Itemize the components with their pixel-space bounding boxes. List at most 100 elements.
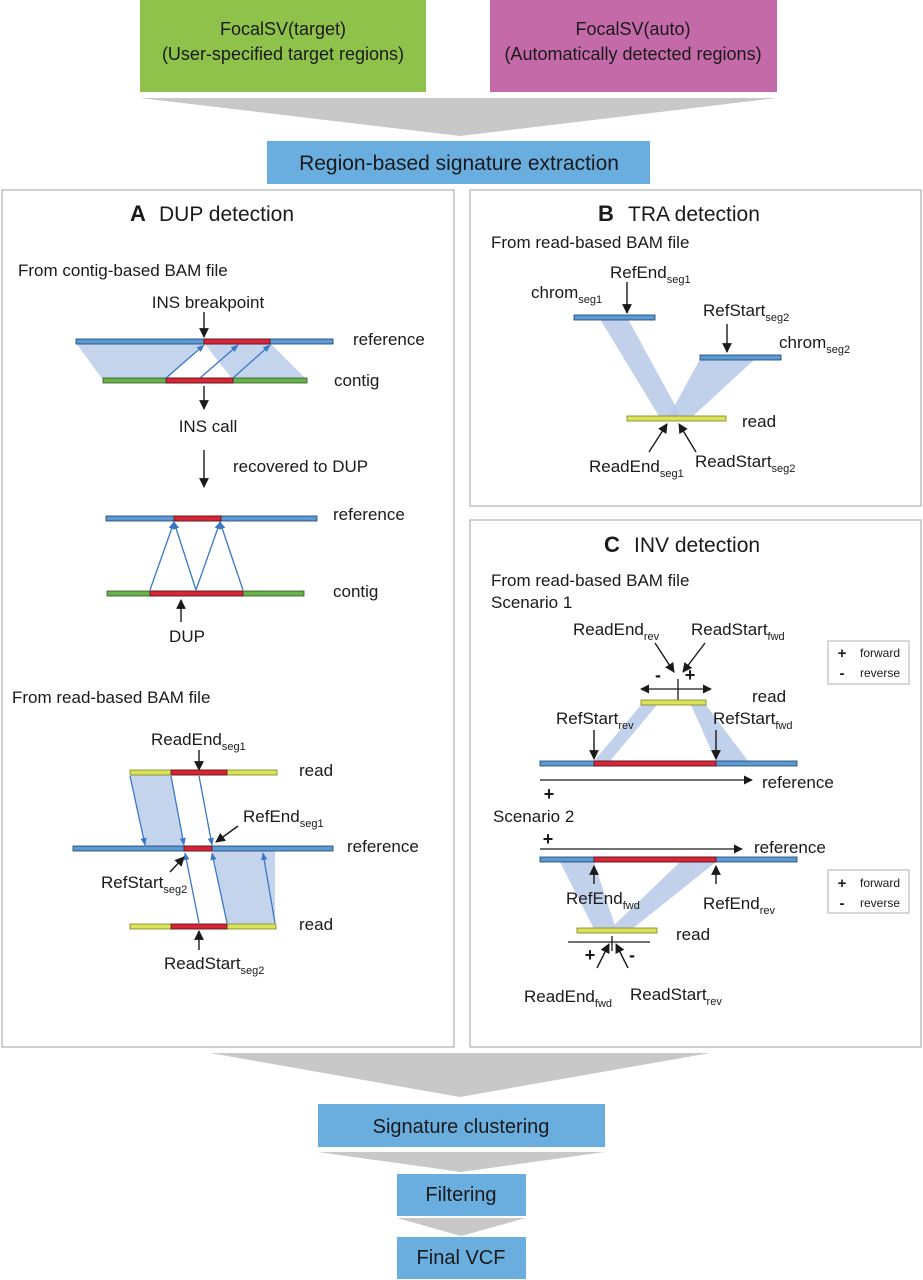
c2-read-bar: [576, 927, 658, 934]
a3-shade-seg1: [130, 774, 184, 847]
c2-shade-right: [610, 862, 716, 929]
b-readend-arrow: [648, 423, 668, 453]
recovered-label: recovered to DUP: [233, 457, 368, 476]
a1-reference-dup-segment: [203, 338, 271, 345]
c2-reference-plus: +: [543, 829, 554, 849]
c2-minus-sign: -: [629, 945, 635, 965]
a3-mapping-arrow: [129, 775, 147, 846]
a3-reference-label: reference: [347, 837, 419, 856]
c2-refend-rev-label: RefEndrev: [703, 894, 775, 917]
c2-legend-minus: -: [840, 895, 845, 912]
c1-shade-left: [594, 705, 657, 761]
a3-mapping-arrow: [183, 852, 200, 924]
a3-read1-segment: [170, 769, 228, 776]
c1-legend-reverse: reverse: [860, 666, 900, 680]
a2-reference-label: reference: [333, 505, 405, 524]
dup-label: DUP: [169, 627, 205, 646]
c2-reference-label: reference: [754, 838, 826, 857]
panel-a-frame: [1, 189, 455, 1048]
funnel-middle: [210, 1053, 710, 1097]
signature-extraction-box: [267, 141, 650, 184]
panel-b-letter: B: [598, 201, 614, 226]
b-readstart-label: ReadStartseg2: [695, 452, 795, 475]
a3-mapping-arrow: [170, 775, 186, 846]
a1-contig-ins-segment: [165, 377, 234, 384]
c1-read-bar: [640, 699, 707, 706]
a3-shade-seg2: [212, 847, 275, 925]
c2-read-label: read: [676, 925, 710, 944]
c2-readstart-arrow: [615, 943, 629, 969]
b-shade-seg1: [600, 319, 682, 418]
filtering-label: Filtering: [425, 1184, 496, 1206]
a1-reference-label: reference: [353, 330, 425, 349]
a3-readend-label: ReadEndseg1: [151, 730, 246, 753]
c1-readend-label: ReadEndrev: [573, 620, 660, 643]
c2-readstart-label: ReadStartrev: [630, 985, 722, 1008]
c2-readend-label: ReadEndfwd: [524, 987, 612, 1010]
signature-extraction-label: Region-based signature extraction: [299, 152, 619, 175]
a1-contig-label: contig: [334, 371, 379, 390]
signature-clustering-box: [318, 1104, 605, 1147]
b-readend-label: ReadEndseg1: [589, 457, 684, 480]
a1-mapping-arrow: [199, 344, 239, 379]
c1-inversion-segment: [593, 760, 717, 767]
ins-call-label: INS call: [179, 417, 238, 436]
panel-c-frame: [469, 519, 922, 1048]
c1-shade-right: [691, 705, 748, 761]
b-read-label: read: [742, 412, 776, 431]
a3-refend-label: RefEndseg1: [243, 807, 324, 830]
b-read-bar: [626, 415, 727, 422]
a3-refstart-label: RefStartseg2: [101, 873, 187, 896]
c1-readend-arrow: [654, 642, 675, 673]
panel-a-letter: A: [130, 201, 146, 226]
ins-breakpoint-label: INS breakpoint: [152, 293, 265, 312]
a1-mapping-arrow: [232, 344, 271, 379]
b-chrom-seg1-bar: [573, 314, 656, 321]
a2-mapping-arrow: [173, 521, 197, 591]
c2-refend-fwd-label: RefEndfwd: [566, 889, 640, 912]
final-vcf-box: [397, 1237, 526, 1279]
b-refend-label: RefEndseg1: [610, 263, 691, 286]
c2-inversion-segment: [593, 856, 717, 863]
c2-legend-reverse: reverse: [860, 896, 900, 910]
a2-contig-dup-segment: [149, 590, 244, 597]
c1-read-label: read: [752, 687, 786, 706]
c1-readstart-arrow: [682, 642, 706, 673]
c2-legend-forward: forward: [860, 876, 900, 890]
a2-contig-label: contig: [333, 582, 378, 601]
c1-refstart-rev-label: RefStartrev: [556, 709, 634, 732]
c1-reference-label: reference: [762, 773, 834, 792]
a2-mapping-arrow: [219, 521, 244, 591]
panel-a-title: DUP detection: [159, 203, 294, 226]
c1-legend-box: [827, 640, 910, 685]
c2-legend-plus: +: [838, 875, 847, 892]
funnel-filtering: [397, 1218, 526, 1236]
scenario1-label: Scenario 1: [491, 593, 572, 612]
b-refstart-label: RefStartseg2: [703, 301, 789, 324]
a3-reference-segment: [183, 845, 213, 852]
focalsv-auto-title: FocalSV(auto): [575, 19, 690, 39]
funnel-top: [140, 98, 777, 136]
c2-legend-box: [827, 869, 910, 914]
c2-shade-left: [560, 862, 616, 929]
a3-mapping-arrow: [210, 852, 228, 924]
a3-mapping-arrow: [261, 852, 276, 924]
a3-read1-label: read: [299, 761, 333, 780]
panel-c-title: INV detection: [634, 534, 760, 557]
b-readstart-arrow: [678, 423, 697, 453]
focalsv-target-title: FocalSV(target): [220, 19, 346, 39]
a3-read2-label: read: [299, 915, 333, 934]
c1-legend-minus: -: [840, 665, 845, 682]
c1-refstart-fwd-label: RefStartfwd: [713, 709, 792, 732]
a1-shade-left: [76, 343, 204, 380]
c1-reference-plus: +: [544, 784, 555, 804]
a3-refend-arrow: [215, 825, 239, 843]
c1-minus-sign: -: [655, 665, 661, 685]
c1-legend-plus: +: [838, 645, 847, 662]
signature-clustering-label: Signature clustering: [373, 1116, 550, 1138]
final-vcf-label: Final VCF: [417, 1247, 506, 1269]
panel-c-letter: C: [604, 532, 620, 557]
a3-refstart-arrow: [169, 856, 185, 873]
b-chrom-seg2-bar: [699, 354, 782, 361]
focalsv-auto-box: [490, 0, 777, 92]
